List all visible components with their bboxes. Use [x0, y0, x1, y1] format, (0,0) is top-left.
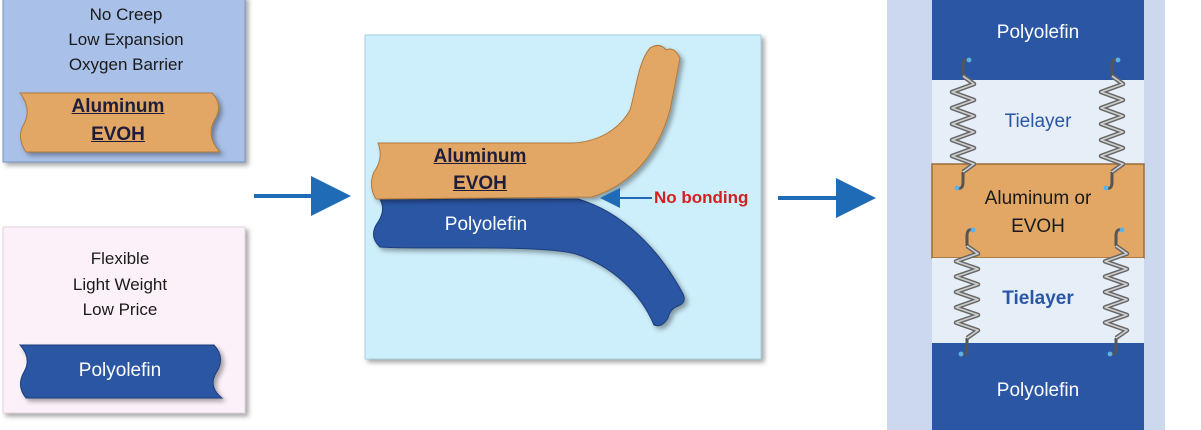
left-top-property-1: No Creep	[89, 5, 163, 24]
tie-spring-2	[1098, 57, 1126, 191]
right-bottom-polyolefin	[932, 343, 1144, 430]
middle-aluminum-layer	[370, 44, 681, 200]
right-panel	[887, 0, 1165, 430]
left-polyolefin-label: Polyolefin	[78, 360, 162, 381]
right-core-label-line1: Aluminum or	[984, 188, 1092, 209]
tie-springs	[949, 57, 1130, 357]
left-bottom-property-2: Light Weight	[72, 275, 168, 294]
left-bottom-panel	[2, 226, 246, 414]
polyolefin-swatch	[18, 344, 224, 399]
right-top-polyolefin-label: Polyolefin	[996, 22, 1080, 43]
left-aluminum-label: Aluminum	[71, 96, 165, 117]
right-upper-tielayer-label: Tielayer	[1004, 111, 1072, 132]
left-bottom-property-3: Low Price	[82, 300, 158, 319]
middle-evoh-label: EVOH	[453, 173, 507, 194]
middle-polyolefin-label: Polyolefin	[444, 214, 528, 235]
no-bonding-label: No bonding	[654, 188, 749, 207]
tie-spring-3	[953, 227, 981, 357]
left-evoh-label: EVOH	[91, 124, 145, 145]
middle-panel	[364, 34, 762, 360]
left-top-panel	[2, 0, 246, 163]
right-core-label-line2: EVOH	[1011, 216, 1065, 237]
left-top-property-2: Low Expansion	[68, 30, 184, 49]
right-core-layer	[931, 163, 1145, 259]
left-bottom-property-1: Flexible	[90, 249, 150, 268]
aluminum-evoh-swatch	[18, 92, 222, 153]
tie-spring-1	[949, 57, 977, 191]
right-bottom-polyolefin-label: Polyolefin	[996, 380, 1080, 401]
left-top-property-3: Oxygen Barrier	[68, 55, 184, 74]
middle-polyolefin-layer	[373, 198, 685, 327]
tie-spring-4	[1102, 227, 1130, 357]
right-top-polyolefin	[932, 0, 1144, 80]
right-lower-tielayer-label: Tielayer	[1002, 288, 1074, 309]
middle-aluminum-label: Aluminum	[433, 146, 527, 167]
